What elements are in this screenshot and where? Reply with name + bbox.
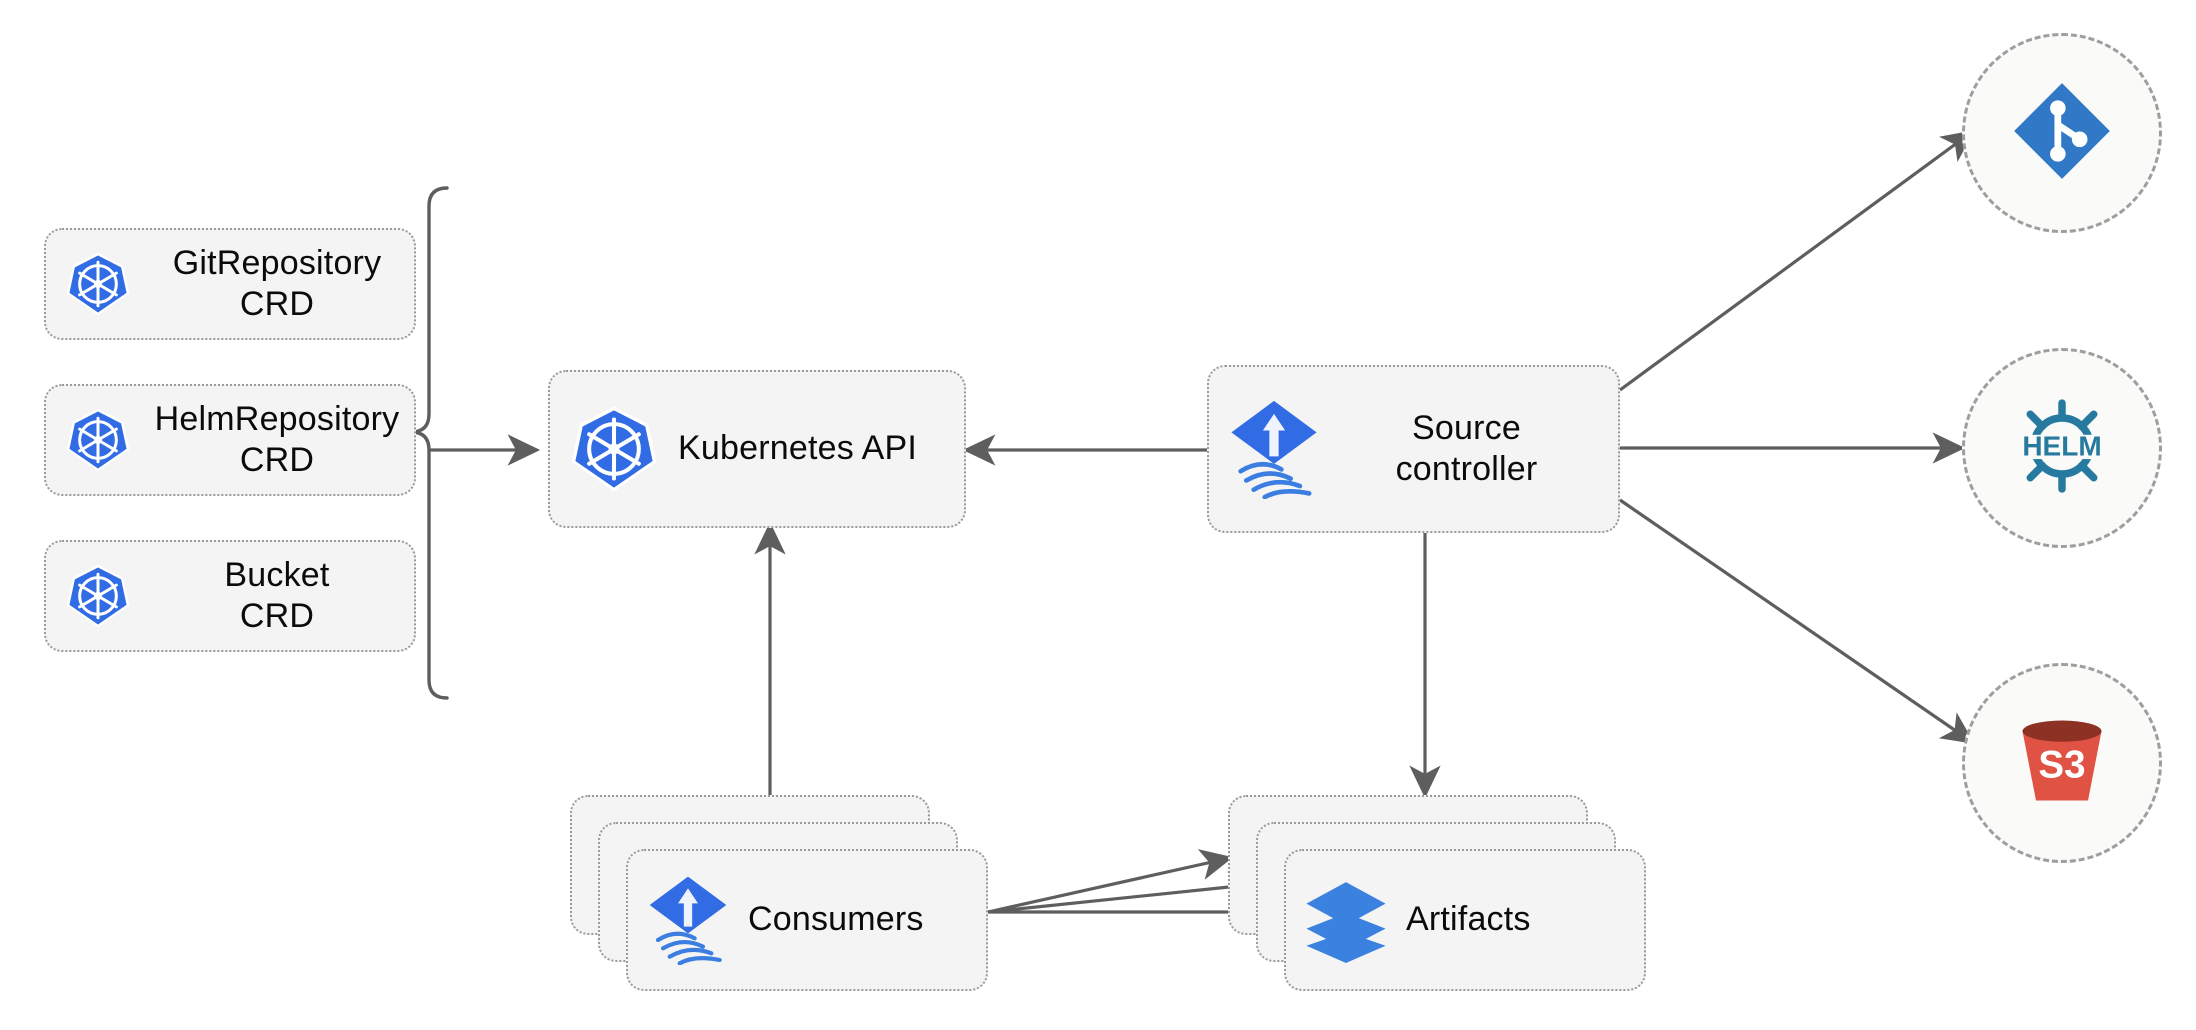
edge-controller-to-git [1619, 130, 1975, 392]
layers-icon [1286, 877, 1406, 963]
crd-brace [410, 186, 449, 700]
git-source-circle[interactable] [1962, 33, 2162, 233]
helm-icon: HELM [2006, 390, 2118, 507]
artifacts-front-card[interactable]: Artifacts [1284, 849, 1646, 991]
edge-consumers-to-artifacts-2 [987, 871, 1262, 914]
s3-icon: S3 [2009, 708, 2115, 819]
kubernetes-icon [46, 562, 150, 630]
kubernetes-api-label: Kubernetes API [678, 429, 918, 468]
kubernetes-icon [550, 403, 678, 495]
helm-wordmark: HELM [2022, 430, 2101, 461]
s3-wordmark: S3 [2038, 743, 2085, 786]
kubernetes-icon [46, 250, 150, 318]
consumers-stack[interactable]: Consumers [570, 795, 990, 991]
consumers-front-card[interactable]: Consumers [626, 849, 988, 991]
flux-icon [1209, 399, 1339, 499]
kubernetes-api-node[interactable]: Kubernetes API [548, 370, 966, 528]
edge-consumers-to-artifacts-1 [987, 849, 1234, 914]
s3-source-circle[interactable]: S3 [1962, 663, 2162, 863]
artifacts-label: Artifacts [1406, 900, 1531, 939]
consumers-label: Consumers [748, 900, 924, 939]
helm-source-circle[interactable]: HELM [1962, 348, 2162, 548]
kubernetes-icon [46, 406, 150, 474]
edge-controller-to-s3 [1619, 498, 1975, 744]
artifacts-stack[interactable]: Artifacts [1228, 795, 1648, 991]
flux-icon [628, 875, 748, 965]
git-icon [2010, 79, 2114, 188]
